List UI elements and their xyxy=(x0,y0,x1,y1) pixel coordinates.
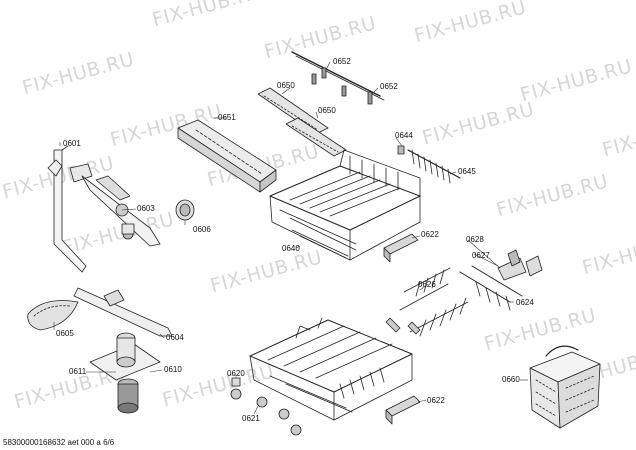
part-label-0611: 0611 xyxy=(69,367,87,376)
fold-rack xyxy=(397,145,461,184)
part-label-0627: 0627 xyxy=(472,251,490,260)
part-label-0621: 0621 xyxy=(242,414,260,423)
part-label-0651: 0651 xyxy=(218,113,236,122)
part-label-0645: 0645 xyxy=(458,167,476,176)
part-label-0652-a: 0652 xyxy=(333,57,351,66)
cutlery-basket xyxy=(529,345,601,429)
tray-insert xyxy=(257,87,347,157)
part-label-0652-b: 0652 xyxy=(380,82,398,91)
part-label-0604: 0604 xyxy=(166,333,184,342)
filter-assembly xyxy=(89,332,161,414)
part-label-0620: 0620 xyxy=(227,369,245,378)
document-footer: 58300000168632 aet 000 a 6/6 xyxy=(3,438,115,447)
lower-spray-arm xyxy=(73,287,173,337)
part-label-0650-b: 0650 xyxy=(318,106,336,115)
part-label-0626: 0626 xyxy=(418,280,436,289)
part-label-0644: 0644 xyxy=(395,131,413,140)
wheels xyxy=(230,377,302,436)
part-label-0610: 0610 xyxy=(164,365,182,374)
lower-basket xyxy=(249,317,413,421)
basket-handle-upper xyxy=(383,233,419,263)
part-label-0660: 0660 xyxy=(502,375,520,384)
cutlery-tray xyxy=(177,119,277,193)
part-label-0650-a: 0650 xyxy=(277,81,295,90)
basket-handle-lower xyxy=(385,395,421,425)
upper-spray-arm xyxy=(47,145,161,273)
upper-basket xyxy=(269,149,421,261)
part-label-0606: 0606 xyxy=(193,225,211,234)
part-label-0640: 0640 xyxy=(282,244,300,253)
part-label-0622-upper: 0622 xyxy=(421,230,439,239)
part-label-0601: 0601 xyxy=(63,139,81,148)
part-label-0605: 0605 xyxy=(56,329,74,338)
sump-cover xyxy=(27,300,79,331)
leader-lines xyxy=(53,61,528,415)
part-label-0624: 0624 xyxy=(516,298,534,307)
part-label-0603: 0603 xyxy=(137,204,155,213)
part-label-0622-lower: 0622 xyxy=(427,396,445,405)
fold-down-tines xyxy=(385,249,543,337)
filter-disc xyxy=(175,199,195,221)
part-label-0628: 0628 xyxy=(466,235,484,244)
top-rail xyxy=(291,51,385,105)
